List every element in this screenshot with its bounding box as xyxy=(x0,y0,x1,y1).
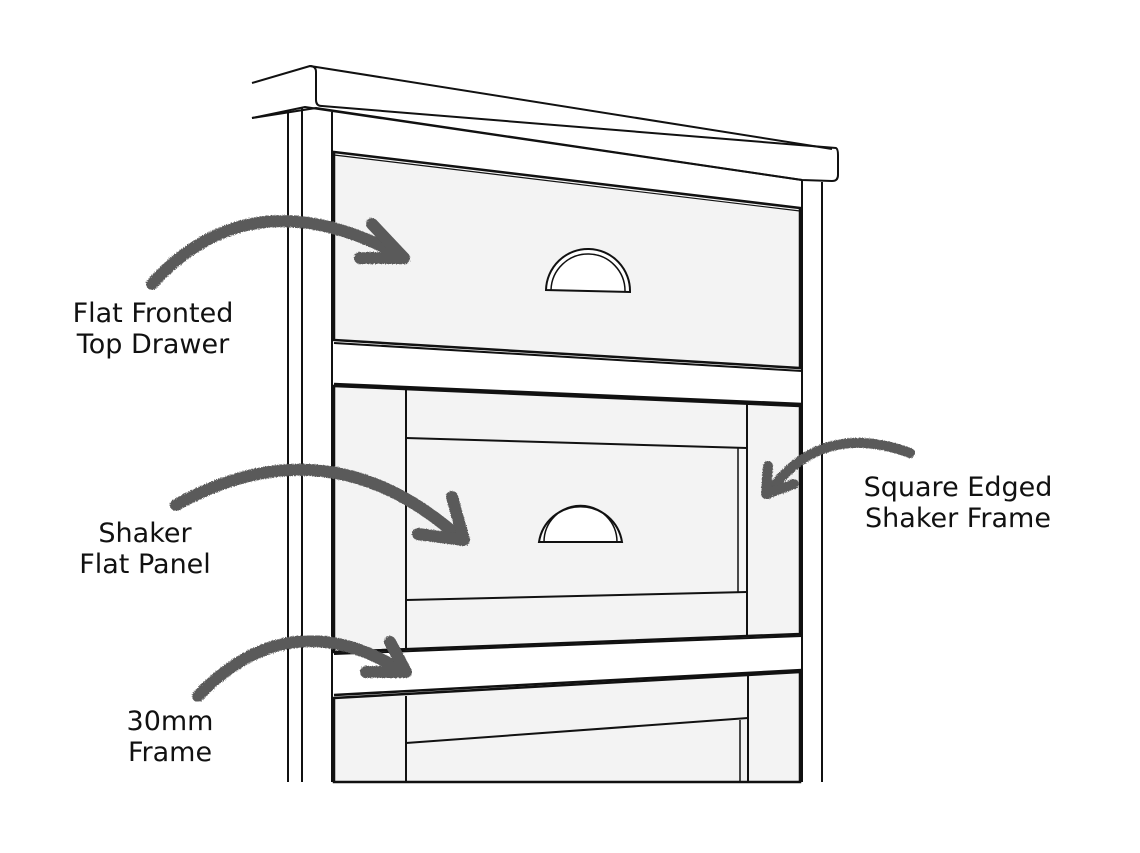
label-line: Shaker Frame xyxy=(865,503,1051,534)
label-30mm-frame: 30mm Frame xyxy=(110,706,230,768)
label-line: Frame xyxy=(127,737,213,768)
cup-handle-icon xyxy=(537,504,624,543)
label-square-edged-shaker-frame: Square Edged Shaker Frame xyxy=(848,472,1068,534)
label-line: 30mm xyxy=(126,706,214,737)
worktop xyxy=(251,65,839,182)
curved-arrow-icon xyxy=(761,437,915,499)
label-shaker-flat-panel: Shaker Flat Panel xyxy=(60,518,230,580)
label-flat-fronted-top-drawer: Flat Fronted Top Drawer xyxy=(58,298,248,360)
label-line: Top Drawer xyxy=(76,329,230,360)
lower-shaker-door xyxy=(332,670,802,784)
curved-arrow-icon xyxy=(192,635,412,702)
curved-arrow-icon xyxy=(146,215,410,290)
label-line: Square Edged xyxy=(863,472,1053,503)
frame-rail-2 xyxy=(333,635,803,697)
frame-rail-1 xyxy=(333,342,803,406)
label-line: Shaker xyxy=(98,518,192,549)
curved-arrow-icon xyxy=(170,463,470,546)
cup-handle-icon xyxy=(544,248,632,294)
label-line: Flat Fronted xyxy=(72,298,234,329)
label-line: Flat Panel xyxy=(79,549,211,580)
